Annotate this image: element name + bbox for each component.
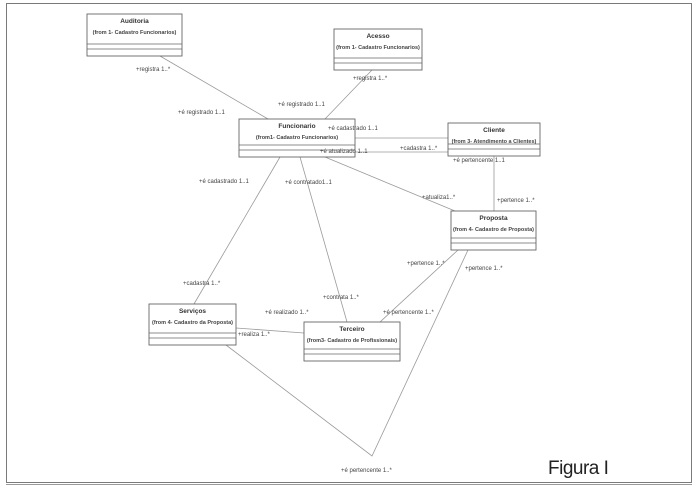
role-label: +é contratado1..1 (285, 180, 333, 186)
class-box-servicos[interactable]: Serviços (from 4- Cadastro da Proposta) (148, 303, 237, 346)
class-package: (from 1- Cadastro Funcionarios) (336, 45, 420, 51)
class-box-frame (447, 122, 541, 157)
bottom-rule (6, 484, 692, 485)
class-name: Terceiro (339, 326, 364, 333)
role-label: +contrata 1..* (323, 295, 360, 301)
class-package: (from3- Cadastro de Profissionais) (307, 338, 397, 344)
class-name: Proposta (479, 215, 508, 222)
assoc-acesso-funcionario (324, 69, 373, 120)
assoc-proposta-servicos (225, 249, 469, 457)
assoc-auditoria-funcionario (159, 55, 269, 120)
role-label: +registra 1..* (136, 67, 171, 73)
association-lines (159, 55, 495, 457)
figure-caption: Figura I (548, 458, 609, 479)
role-label: +pertence 1..* (465, 266, 503, 272)
role-label: +cadastra 1..* (400, 146, 438, 152)
role-label: +é realizado 1..* (265, 310, 309, 316)
class-boxes: Auditoria (from 1- Cadastro Funcionarios)… (86, 13, 541, 362)
role-label: +realiza 1..* (238, 332, 271, 338)
class-box-acesso[interactable]: Acesso (from 1- Cadastro Funcionarios) (333, 28, 423, 71)
class-name: Acesso (366, 33, 389, 40)
role-label: +registra 1..* (353, 76, 388, 82)
role-label: +é pertencente 1..* (383, 310, 435, 316)
class-box-frame (303, 321, 401, 362)
role-label: +atualiza1..* (422, 195, 456, 201)
class-package: (from1- Cadastro Funcionarios) (256, 135, 338, 141)
role-label: +é pertencente 1..1 (453, 158, 506, 164)
class-name: Serviços (179, 308, 206, 315)
role-label: +é cadastrado 1..1 (199, 179, 250, 185)
figure-frame (6, 3, 692, 483)
class-package: (from 4- Cadastro da Proposta) (152, 320, 233, 326)
class-name: Auditoria (120, 18, 149, 25)
assoc-funcionario-terceiro (299, 156, 348, 323)
class-box-frame (450, 210, 537, 251)
role-label: +é atualizado 1..1 (320, 149, 368, 155)
assoc-servicos-terceiro (235, 327, 305, 334)
class-name: Funcionario (278, 123, 315, 130)
role-label: +cadastra 1..* (183, 281, 221, 287)
class-box-funcionario[interactable]: Funcionario (from1- Cadastro Funcionarios… (238, 118, 356, 158)
role-label: +pertence 1..* (497, 198, 535, 204)
role-label: +pertence 1..* (407, 261, 445, 267)
class-package: (from 1- Cadastro Funcionarios) (93, 30, 177, 36)
role-label: +é cadastrado 1..1 (328, 126, 379, 132)
class-box-proposta[interactable]: Proposta (from 4- Cadastro de Proposta) (450, 210, 537, 251)
role-label: +é registrado 1..1 (278, 102, 326, 108)
role-label: +é pertencente 1..* (341, 468, 393, 474)
class-name: Cliente (483, 127, 505, 134)
class-box-terceiro[interactable]: Terceiro (from3- Cadastro de Profissionai… (303, 321, 401, 362)
assoc-funcionario-proposta (324, 156, 456, 212)
class-box-cliente[interactable]: Cliente (from 3- Atendimento a Clientes) (447, 122, 541, 157)
class-package: (from 4- Cadastro de Proposta) (453, 227, 534, 233)
class-package: (from 3- Atendimento a Clientes) (452, 139, 537, 145)
role-labels: +registra 1..* +é registrado 1..1 +regis… (136, 67, 535, 474)
assoc-proposta-terceiro (379, 249, 459, 323)
assoc-funcionario-servicos (193, 156, 281, 305)
class-box-frame (238, 118, 356, 158)
class-box-auditoria[interactable]: Auditoria (from 1- Cadastro Funcionarios) (86, 13, 183, 57)
role-label: +é registrado 1..1 (178, 110, 226, 116)
